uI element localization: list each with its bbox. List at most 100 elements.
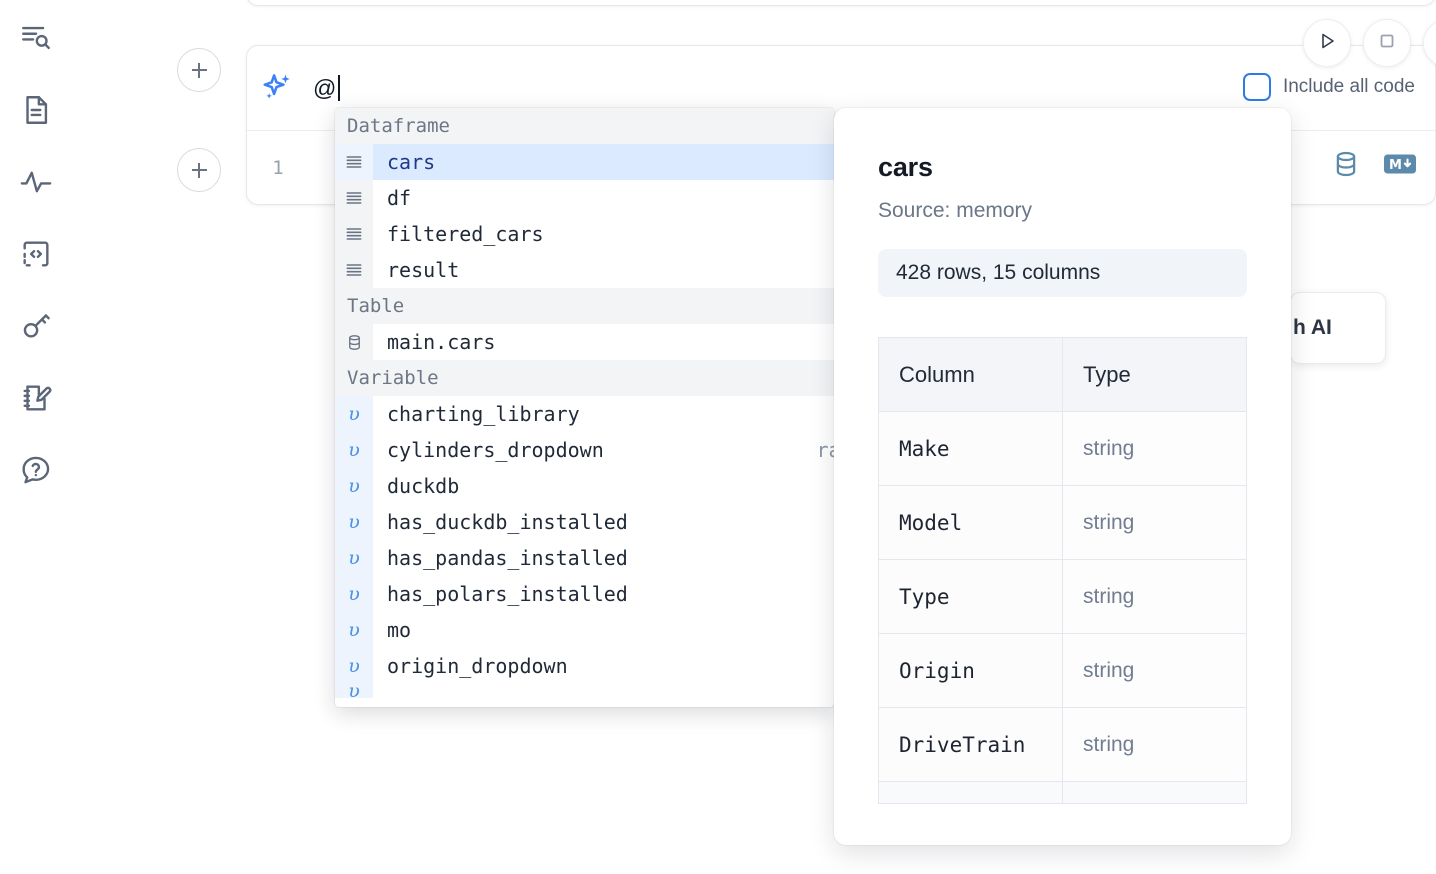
snippets-code-icon xyxy=(19,237,53,271)
variable-icon: υ xyxy=(335,576,373,612)
ai-prompt-text: @ xyxy=(313,74,337,101)
preview-column-type: string xyxy=(1062,707,1247,782)
preview-title: cars xyxy=(878,152,933,182)
autocomplete-item-name: df xyxy=(387,186,412,210)
sidebar-item-secrets[interactable] xyxy=(12,302,60,350)
ai-suggestion-chip-label: h AI xyxy=(1293,316,1332,339)
sidebar-item-snippets[interactable] xyxy=(12,230,60,278)
autocomplete-item-name: mo xyxy=(387,618,412,642)
autocomplete-item-name: cylinders_dropdown xyxy=(387,438,604,462)
dataframe-icon xyxy=(335,216,373,252)
file-document-icon xyxy=(19,93,53,127)
run-cell-button[interactable] xyxy=(1303,19,1351,67)
autocomplete-item-name: result xyxy=(387,258,460,282)
variable-icon: υ xyxy=(335,432,373,468)
preview-column-name: Model xyxy=(878,485,1063,560)
autocomplete-group-header: Table xyxy=(335,288,834,324)
context-autocomplete-dropdown[interactable]: Dataframecarsin-memorydfin-memoryfiltere… xyxy=(335,108,834,707)
preview-column-type: string xyxy=(1062,633,1247,708)
variable-icon: υ xyxy=(335,540,373,576)
preview-column-name: Origin xyxy=(878,633,1063,708)
autocomplete-item-name: has_duckdb_installed xyxy=(387,510,628,534)
autocomplete-item[interactable]: filtered_carsin-memory xyxy=(335,216,834,252)
preview-column-name: Make xyxy=(878,411,1063,486)
autocomplete-item[interactable]: dfin-memory xyxy=(335,180,834,216)
variable-icon: υ xyxy=(335,648,373,684)
include-all-code-label: Include all code xyxy=(1282,76,1415,97)
include-all-code-checkbox[interactable] xyxy=(1242,73,1271,101)
autocomplete-group-header: Dataframe xyxy=(335,108,834,144)
preview-table-row-partial xyxy=(878,781,1247,804)
play-triangle-icon xyxy=(1315,29,1339,58)
help-chat-icon xyxy=(19,453,53,487)
ai-suggestion-chip[interactable]: h AI xyxy=(1290,292,1386,364)
autocomplete-item-name: has_pandas_installed xyxy=(387,546,628,570)
autocomplete-item-partial[interactable]: υ xyxy=(335,684,834,698)
svg-text:M: M xyxy=(1389,158,1402,173)
cell-language-actions: M xyxy=(1331,149,1417,184)
dataframe-icon xyxy=(335,144,373,180)
preview-column-type xyxy=(1062,781,1247,804)
preview-column-name: DriveTrain xyxy=(878,707,1063,782)
key-icon xyxy=(19,309,53,343)
code-editor-row: 1 M xyxy=(247,131,1435,205)
markdown-icon[interactable]: M xyxy=(1383,152,1417,181)
preview-header-column: Column xyxy=(878,337,1063,412)
preview-column-type: string xyxy=(1062,411,1247,486)
include-all-code-control[interactable]: Include all code xyxy=(1242,73,1415,101)
explore-outline-icon xyxy=(19,21,53,55)
sidebar-item-variables[interactable] xyxy=(12,158,60,206)
autocomplete-item-name xyxy=(373,684,399,698)
preview-table-header-row: Column Type xyxy=(878,337,1247,412)
sidebar-item-files[interactable] xyxy=(12,86,60,134)
autocomplete-item-name: cars xyxy=(387,150,436,174)
autocomplete-item-name: duckdb xyxy=(387,474,460,498)
variable-icon: υ xyxy=(335,612,373,648)
autocomplete-item[interactable]: resultin-memory xyxy=(335,252,834,288)
ai-prompt-input[interactable]: @ xyxy=(309,74,1435,102)
autocomplete-item-name: origin_dropdown xyxy=(387,654,568,678)
sidebar-item-scratchpad[interactable] xyxy=(12,374,60,422)
preview-column-type: string xyxy=(1062,559,1247,634)
preview-shape-badge: 428 rows, 15 columns xyxy=(878,249,1247,297)
dataset-preview-popover: cars Source: memory 428 rows, 15 columns… xyxy=(834,108,1291,845)
preview-column-name: Type xyxy=(878,559,1063,634)
table-database-icon xyxy=(335,324,373,360)
autocomplete-item[interactable]: carsin-memory xyxy=(335,144,834,180)
database-icon[interactable] xyxy=(1331,149,1361,184)
stop-cell-button[interactable] xyxy=(1363,19,1411,67)
variable-icon: υ xyxy=(335,684,373,698)
sidebar-item-outline[interactable] xyxy=(12,14,60,62)
autocomplete-item-name: main.cars xyxy=(387,330,496,354)
sidebar-rail xyxy=(0,0,72,874)
autocomplete-item-name: filtered_cars xyxy=(387,222,544,246)
autocomplete-item[interactable]: main.carsin-memory xyxy=(335,324,834,360)
notebook-pencil-icon xyxy=(19,381,53,415)
autocomplete-item[interactable]: υmomodule xyxy=(335,612,834,648)
autocomplete-item[interactable]: υduckdbmodule xyxy=(335,468,834,504)
sidebar-item-help[interactable] xyxy=(12,446,60,494)
preview-column-name xyxy=(878,781,1063,804)
previous-cell-edge xyxy=(246,0,1436,6)
autocomplete-list: Dataframecarsin-memorydfin-memoryfiltere… xyxy=(335,108,834,698)
variable-icon: υ xyxy=(335,396,373,432)
preview-header-type: Type xyxy=(1062,337,1247,412)
activity-pulse-icon xyxy=(19,165,53,199)
add-cell-below-button[interactable] xyxy=(177,148,221,192)
sparkle-icon xyxy=(247,70,309,106)
add-cell-above-button[interactable] xyxy=(177,48,221,92)
cell-run-controls xyxy=(1303,19,1436,67)
preview-column-type: string xyxy=(1062,485,1247,560)
